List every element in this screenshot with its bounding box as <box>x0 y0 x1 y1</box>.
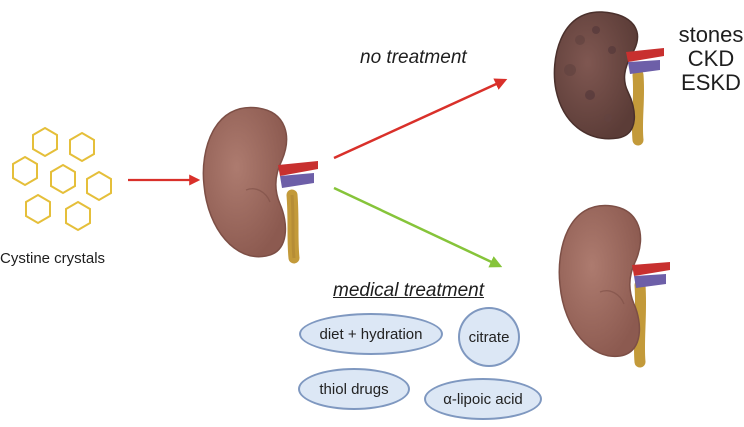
treatment-thiol-drugs: thiol drugs <box>298 368 410 410</box>
outcome-stones: stones <box>678 22 744 47</box>
kidney-center <box>202 106 318 264</box>
kidney-healthy <box>558 204 670 368</box>
crystal-hexagon <box>69 131 95 163</box>
treatment-citrate: citrate <box>458 307 520 367</box>
arrow-no-treatment <box>333 78 508 160</box>
crystal-hexagon <box>12 155 38 187</box>
crystal-hexagon <box>65 200 91 232</box>
no-treatment-label: no treatment <box>360 47 467 68</box>
arrow-medical-treatment <box>333 186 503 268</box>
medical-treatment-label: medical treatment <box>333 280 485 301</box>
outcomes-list: stones CKD ESKD <box>676 23 744 95</box>
treatment-diet-hydration: diet + hydration <box>299 313 443 355</box>
kidney-damaged <box>553 11 664 146</box>
treatment-alpha-lipoic-acid: α-lipoic acid <box>424 378 542 420</box>
crystal-hexagon <box>32 126 58 158</box>
cystine-crystals-label: Cystine crystals <box>0 250 106 267</box>
outcome-eskd: ESKD <box>681 70 741 95</box>
crystal-hexagon <box>50 163 76 195</box>
cystine-crystals <box>12 126 112 232</box>
crystal-hexagon <box>25 193 51 225</box>
outcome-ckd: CKD <box>687 46 735 71</box>
crystal-hexagon <box>86 170 112 202</box>
